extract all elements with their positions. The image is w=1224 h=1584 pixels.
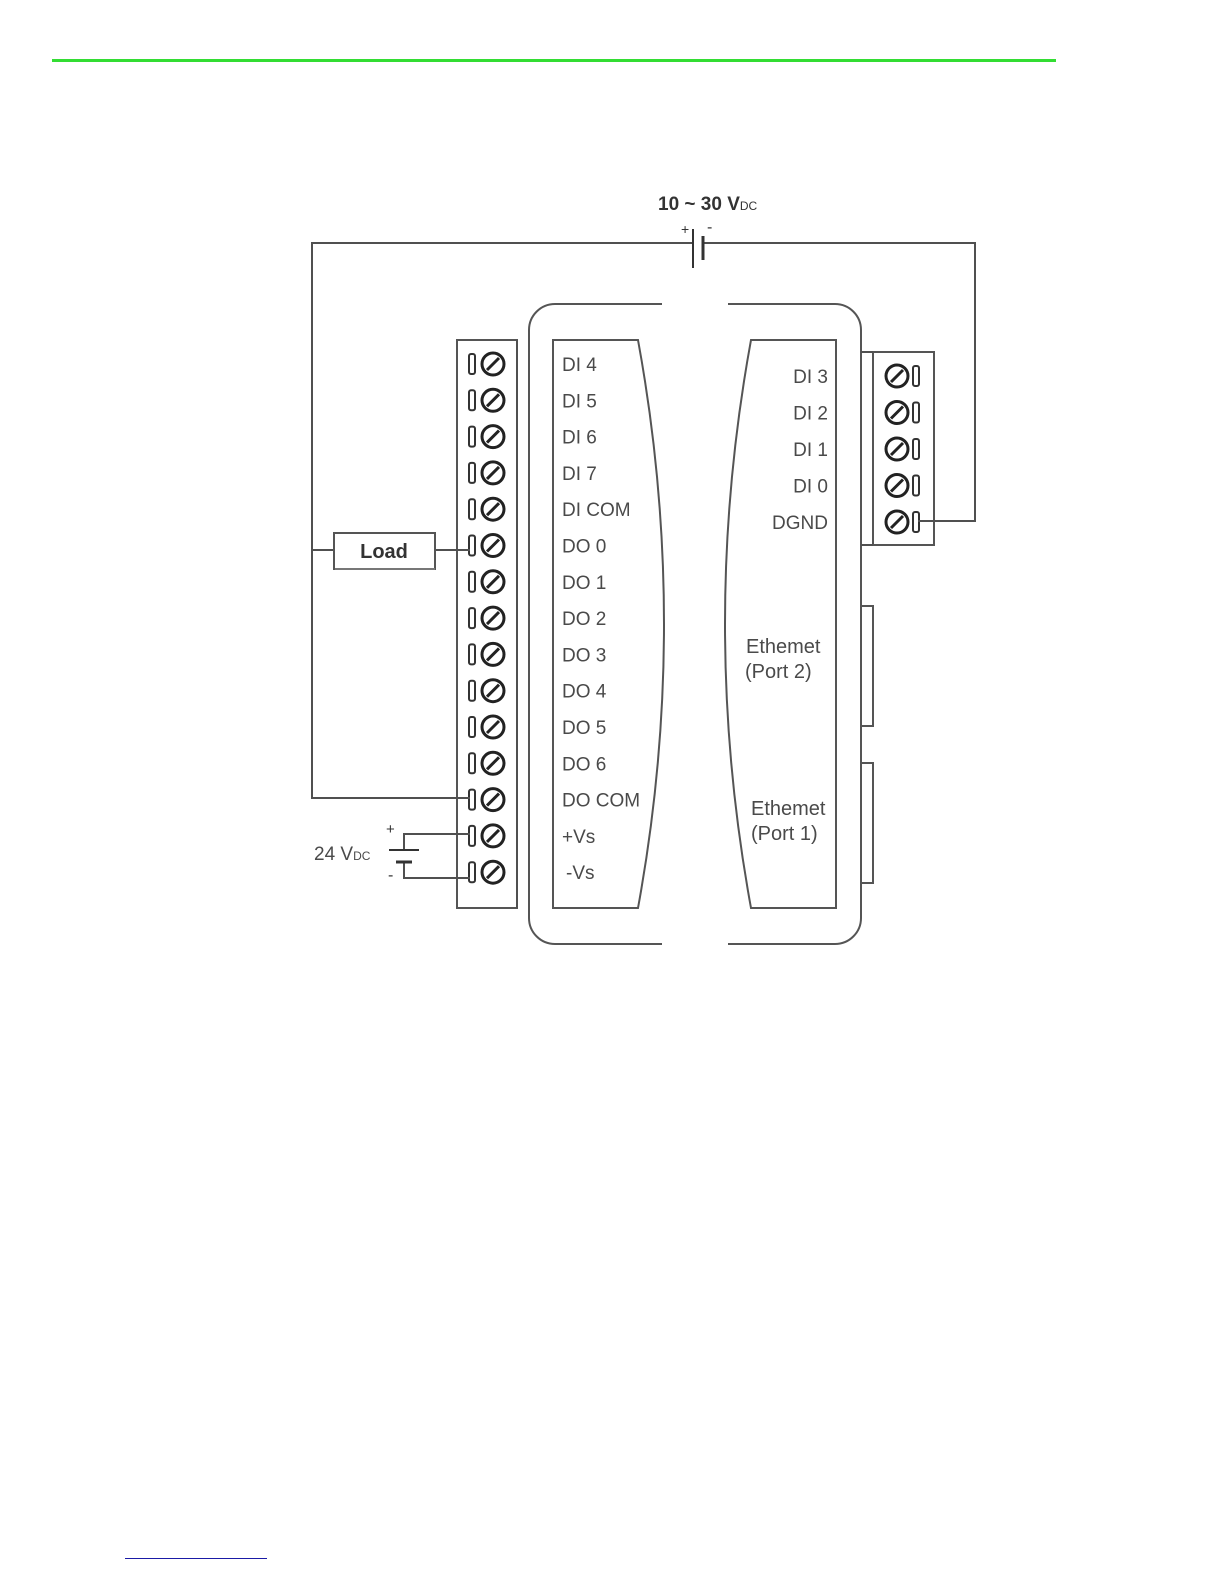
right-terminal-label-0: DI 3 [793,367,828,388]
right-terminal-label-2: DI 1 [793,440,828,461]
left-terminal-label-14: -Vs [566,863,595,884]
left-terminal-screw-1-slot [469,390,475,410]
right-terminal-screw-2 [886,438,919,460]
right-terminal-screw-1 [886,402,919,424]
left-terminal-label-11: DO 6 [562,754,606,775]
footer-rule [125,1558,267,1559]
right-terminal-screw-2-slot [913,439,919,459]
left-terminal-screw-0-slot [469,354,475,374]
supply-plus: + [681,221,689,237]
left-terminal-screw-10-slot [469,717,475,737]
left-terminal-screw-7 [469,607,504,629]
left-terminal-screw-14-slot [469,862,475,882]
right-terminal-screw-4 [886,511,919,533]
left-terminal-screw-9 [469,680,504,702]
ethernet-port-1-connector [861,763,873,883]
left-terminal-screw-11 [469,752,504,774]
right-terminal-screw-1-slot [913,403,919,423]
left-terminal-label-7: DO 2 [562,609,606,630]
left-terminal-screw-5 [469,535,504,557]
left-terminal-screw-6 [469,571,504,593]
load-label: Load [360,541,408,563]
left-terminal-label-8: DO 3 [562,645,606,666]
supply-voltage-label: 10 ~ 30 VDC [658,194,758,215]
left-terminal-label-13: +Vs [562,827,595,848]
left-terminal-screw-3 [469,462,504,484]
left-terminal-label-12: DO COM [562,791,640,812]
vs-voltage-label: 24 VDC [314,844,371,865]
left-terminal-screw-12-slot [469,790,475,810]
left-terminal-screw-2-slot [469,427,475,447]
right-terminal-screw-0-slot [913,366,919,386]
right-terminal-screw-3-slot [913,476,919,496]
right-terminal-label-4: DGND [772,513,828,534]
left-terminal-screw-11-slot [469,753,475,773]
left-terminal-screw-13-slot [469,826,475,846]
port-1-label-line1: Ethemet [751,798,826,820]
right-terminal-screw-0 [886,365,919,387]
left-terminal-label-3: DI 7 [562,464,597,485]
left-screws [469,353,504,883]
port-2-label-line1: Ethemet [746,636,821,658]
left-terminal-screw-1 [469,389,504,411]
vs-voltage-main: 24 V [314,844,353,865]
vs-minus: - [388,867,393,884]
left-terminal-screw-8-slot [469,644,475,664]
left-terminal-screw-8 [469,643,504,665]
supply-voltage-main: 10 ~ 30 V [658,194,740,215]
left-terminal-label-6: DO 1 [562,573,606,594]
left-terminal-label-4: DI COM [562,500,631,521]
left-terminal-label-1: DI 5 [562,391,597,412]
left-terminal-screw-4-slot [469,499,475,519]
left-terminal-screw-2 [469,426,504,448]
right-terminal-label-1: DI 2 [793,404,828,425]
left-terminal-screw-6-slot [469,572,475,592]
left-terminal-screw-5-slot [469,536,475,556]
left-terminal-screw-14 [469,861,504,883]
vs-voltage-sub: DC [353,849,371,863]
right-terminal-label-3: DI 0 [793,477,828,498]
supply-minus: - [707,219,712,236]
left-terminal-screw-12 [469,789,504,811]
left-terminal-label-0: DI 4 [562,355,597,376]
right-terminal-screw-3 [886,475,919,497]
left-terminal-screw-0 [469,353,504,375]
left-terminal-screw-7-slot [469,608,475,628]
port-2-label-line2: (Port 2) [745,661,812,683]
left-terminal-label-5: DO 0 [562,537,606,558]
ethernet-port-2-connector [861,606,873,726]
port-1-label-line2: (Port 1) [751,823,818,845]
left-terminal-screw-3-slot [469,463,475,483]
left-terminal-screw-4 [469,498,504,520]
left-terminal-label-2: DI 6 [562,428,597,449]
left-terminal-screw-13 [469,825,504,847]
left-terminal-screw-10 [469,716,504,738]
left-terminal-screw-9-slot [469,681,475,701]
vs-plus: + [386,821,395,838]
left-terminal-label-9: DO 4 [562,682,607,703]
supply-voltage-sub: DC [740,199,758,213]
left-terminal-label-10: DO 5 [562,718,606,739]
module-gap [662,294,728,954]
